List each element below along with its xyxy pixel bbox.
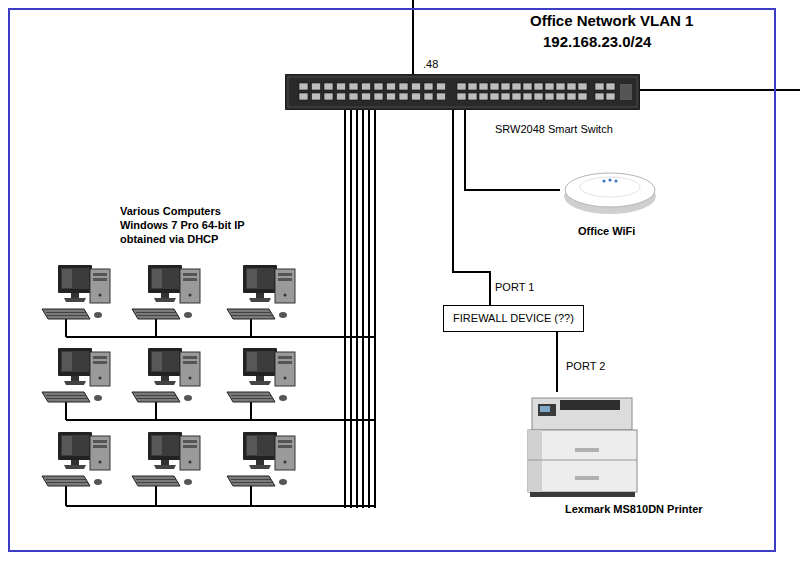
computer-icon <box>42 348 110 402</box>
computer-icon <box>227 348 295 402</box>
region-title: 192.168.23.0/24 <box>543 33 651 52</box>
wifi-access-point: Office WiFi <box>560 165 660 240</box>
switch-illustration <box>285 74 640 110</box>
device-label: SRW2048 Smart Switch <box>495 123 613 137</box>
network-cable <box>453 110 490 305</box>
computer-icon <box>42 265 110 319</box>
network-region: Office Network VLAN 1 192.168.23.0/24SRW2… <box>8 8 776 552</box>
printer-illustration <box>520 392 645 514</box>
computer-icon <box>227 432 295 486</box>
device-label: FIREWALL DEVICE (??) <box>453 312 574 326</box>
device-label: Lexmark MS810DN Printer <box>565 503 703 517</box>
computer-icons <box>42 265 295 486</box>
computer-wires <box>66 110 375 508</box>
port-label: PORT 2 <box>565 360 606 374</box>
computers-note: Various Computers Windows 7 Pro 64-bit I… <box>120 205 250 246</box>
ip-suffix-label: .48 <box>423 58 438 72</box>
computer-icon <box>132 348 200 402</box>
device-label: Office WiFi <box>578 225 635 239</box>
computer-icon <box>132 265 200 319</box>
network-cable <box>556 332 558 392</box>
printer-device: Lexmark MS810DN Printer <box>520 392 645 514</box>
firewall-box: FIREWALL DEVICE (??) <box>443 305 584 332</box>
port-label: PORT 1 <box>494 281 535 295</box>
switch-device: SRW2048 Smart Switch <box>285 74 640 110</box>
region-title: Office Network VLAN 1 <box>530 12 693 31</box>
computer-icon <box>42 432 110 486</box>
computer-icon <box>227 265 295 319</box>
computer-icon <box>132 432 200 486</box>
network-cable <box>465 110 560 190</box>
